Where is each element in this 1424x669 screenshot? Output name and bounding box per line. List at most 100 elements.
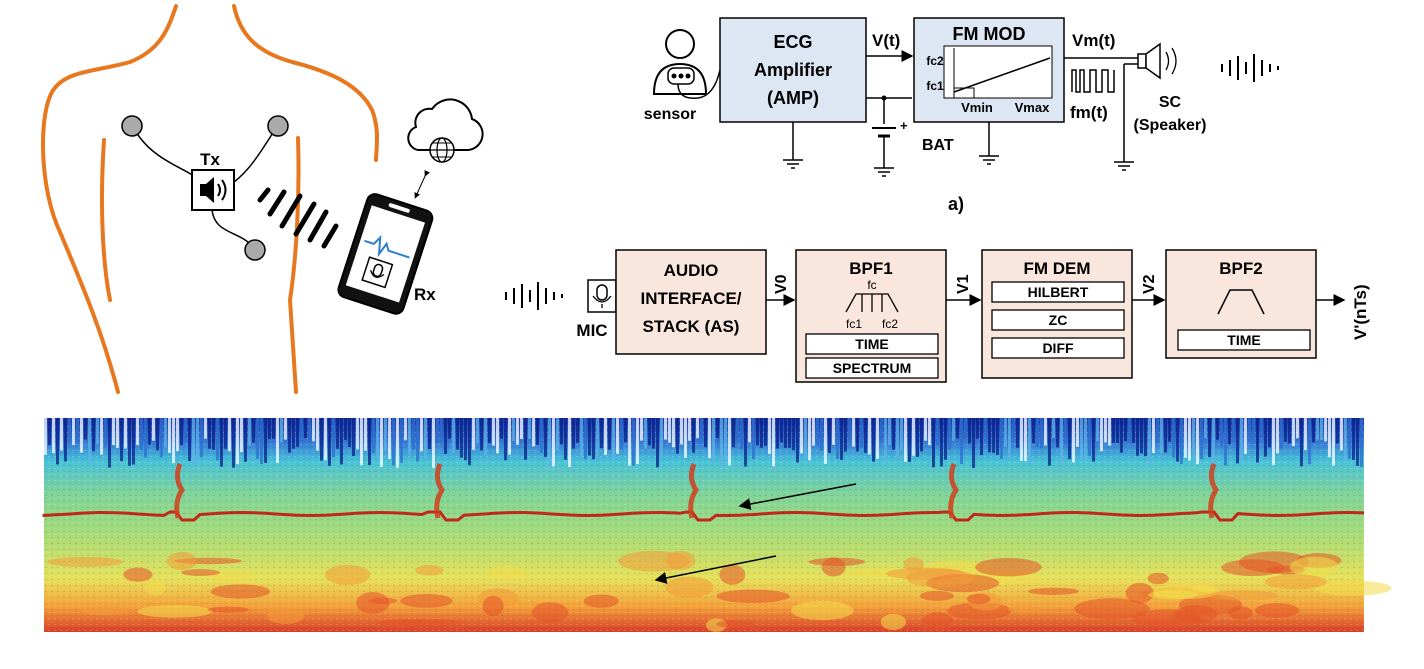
mic-icon [361, 256, 394, 289]
spectrogram-stripe [304, 418, 307, 439]
spectrogram-energy-blob [80, 605, 131, 616]
fm-mod-title: FM MOD [953, 24, 1026, 44]
spectrogram-stripe [288, 418, 291, 453]
spectrogram-stripe [92, 418, 95, 452]
spectrogram-stripe [664, 418, 667, 440]
as-line-1: AUDIO [664, 261, 719, 280]
spectrogram-stripe [688, 418, 691, 441]
spectrogram-stripe [1020, 418, 1023, 461]
spectrogram-stripe [428, 418, 431, 450]
spectrogram-stripe [508, 418, 511, 455]
spectrogram-stripe [836, 418, 839, 459]
spectrogram-stripe [976, 418, 979, 439]
spectrogram-stripe [488, 418, 491, 443]
spectrogram-stripe [1000, 418, 1003, 459]
spectrogram-stripe [96, 418, 99, 444]
spectrogram-stripe [224, 418, 227, 449]
spectrogram-stripe [952, 418, 955, 441]
spectrogram-stripe [968, 418, 971, 444]
spectrogram-stripe [320, 418, 323, 461]
spectrogram-stripe [792, 418, 795, 451]
hilbert-box [991, 281, 1125, 303]
spectrogram-stripe [552, 418, 555, 467]
zc-box [991, 309, 1125, 331]
spectrogram-energy-blob [145, 579, 166, 596]
spectrogram-stripe [240, 418, 243, 453]
spectrogram-stripe [1260, 418, 1263, 439]
spectrogram-energy-blob [47, 557, 124, 567]
transmitter-diagram: sensor ECG Amplifier (AMP) V(t) + BAT FM… [644, 17, 1279, 214]
v1-label: V1 [955, 274, 972, 294]
spectrogram-energy-blob [1028, 587, 1079, 595]
spectrogram-stripe [1256, 418, 1259, 463]
spectrogram-stripe [940, 418, 943, 467]
spectrogram-stripe [372, 418, 375, 453]
spectrogram-stripe [1204, 418, 1207, 439]
ground-icon [1114, 161, 1134, 171]
spectrogram-energy-blob [267, 606, 305, 625]
spectrogram-stripe [1160, 418, 1163, 454]
spectrogram-stripe [1080, 418, 1083, 461]
fmdem-title: FM DEM [1023, 259, 1090, 278]
spectrogram-stripe [980, 418, 983, 455]
phone-rx [337, 193, 434, 315]
spectrogram-stripe [1008, 418, 1011, 458]
spectrogram-stripe [1092, 418, 1095, 462]
bpf2-title: BPF2 [1219, 259, 1262, 278]
spectrogram-energy-blob [1207, 590, 1279, 601]
spectrogram-stripe [656, 418, 659, 468]
spectrogram-stripe [1340, 418, 1343, 451]
spectrogram-stripe [900, 418, 903, 451]
spectrogram-stripe [468, 418, 471, 466]
spectrogram-beat-mark [434, 463, 446, 519]
spectrogram-stripe [1068, 418, 1071, 460]
spectrogram-stripe [1240, 418, 1243, 463]
spectrogram-stripe [912, 418, 915, 456]
spectrogram-stripe [272, 418, 275, 439]
spectrogram-stripe [752, 418, 755, 460]
zc-label: ZC [1049, 312, 1068, 328]
spectrogram-stripe [864, 418, 867, 453]
spectrogram-stripe [76, 418, 79, 443]
electrode-leads [121, 115, 289, 261]
spectrogram-stripe [220, 418, 223, 467]
spectrogram-stripe [188, 418, 191, 461]
sensor-label: sensor [644, 106, 696, 123]
as-line-2: INTERFACE/ [640, 289, 741, 308]
spectrogram-stripe [1268, 418, 1271, 448]
spectrogram-stripe [984, 418, 987, 442]
spectrogram-stripe [140, 418, 143, 451]
spectrogram-beats [174, 463, 1220, 519]
audio-interface-block [615, 249, 767, 355]
spectrogram-stripe [764, 418, 767, 446]
spectrogram-stripe [1296, 418, 1299, 439]
speaker-icon [1137, 42, 1177, 80]
spectrogram-stripe [1252, 418, 1255, 443]
spectrogram-stripe [588, 418, 591, 456]
spectrogram-stripe [608, 418, 611, 450]
spectrogram-energy-blob [210, 584, 271, 599]
spectrogram-stripe [384, 418, 387, 451]
spectrogram-energy-blob [880, 613, 907, 631]
bpf1-spectrum-box [805, 357, 939, 379]
spectrogram-stripe [1208, 418, 1211, 458]
spectrogram-stripe [620, 418, 623, 450]
spectrogram-stripe [828, 418, 831, 453]
spectrogram-stripe [280, 418, 283, 443]
spectrogram-energy-blob [207, 606, 249, 613]
spectrogram-stripe [964, 418, 967, 439]
spectrogram-stripe [1324, 418, 1327, 442]
amp-line-2: Amplifier [754, 60, 832, 80]
spectrogram-energy-blob [921, 612, 954, 631]
spectrogram-stripe [204, 418, 207, 439]
v2-label: V2 [1141, 274, 1158, 294]
spectrogram-stripe [1088, 418, 1091, 456]
spectrogram-stripe [652, 418, 655, 449]
spectrogram-stripe [1316, 418, 1319, 441]
spectrogram-stripe [624, 418, 627, 443]
spectrogram-stripe [956, 418, 959, 439]
sound-wave-icon [257, 187, 339, 249]
bpf1-spectrum: SPECTRUM [833, 360, 912, 376]
spectrogram-stripe [1264, 418, 1267, 457]
